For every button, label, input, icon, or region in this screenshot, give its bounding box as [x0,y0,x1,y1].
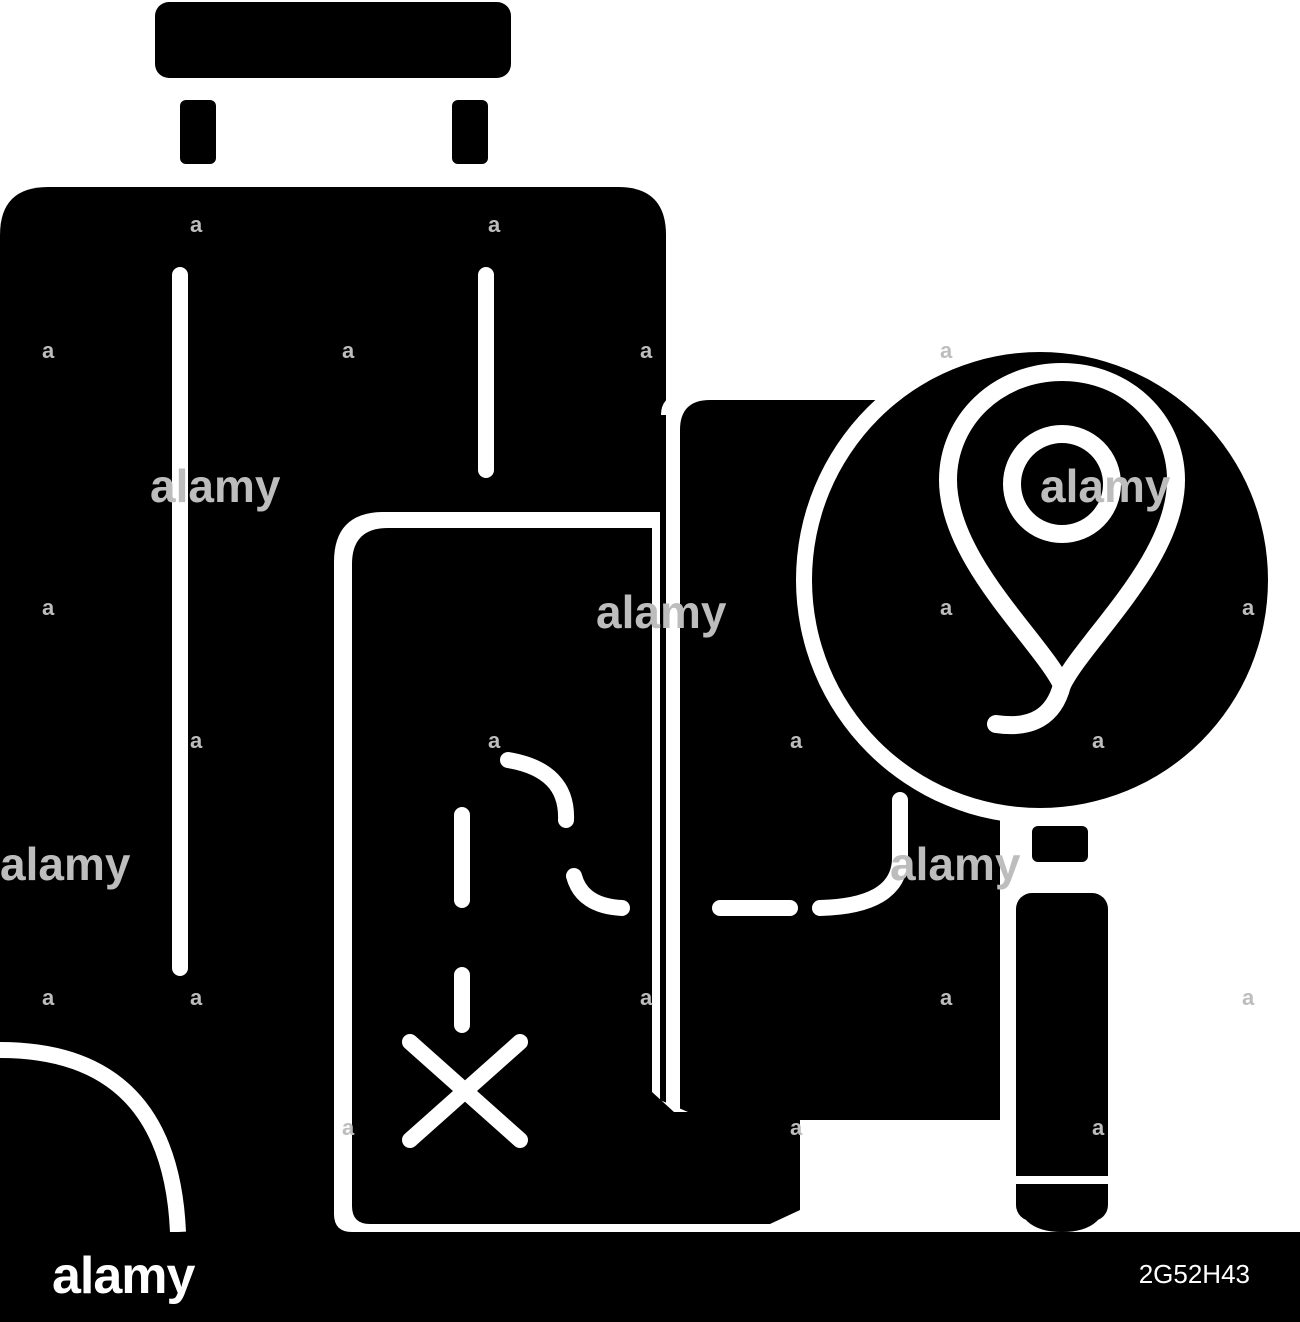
watermark-mark: a [1092,1115,1105,1140]
watermark-text: alamy [890,838,1021,890]
watermark-mark: a [488,212,501,237]
watermark-mark: a [42,985,55,1010]
watermark-mark: a [42,338,55,363]
location-pin-icon [939,363,1185,735]
watermark-mark: a [940,595,953,620]
watermark-mark: a [342,1115,355,1140]
back-map-outline [661,395,681,416]
watermark-layer: alamy alamy alamy alamy alamy a a a a a … [0,212,1255,1140]
watermark-mark: a [640,338,653,363]
watermark-text: alamy [0,838,131,890]
folded-map-icon [334,512,908,1232]
watermark-mark: a [190,985,203,1010]
suitcase-wheel-arc [0,1042,186,1232]
watermark-text: alamy [1040,460,1171,512]
map-route-curve-1 [500,752,575,828]
icon-canvas: alamy alamy alamy alamy alamy a a a a a … [0,2,1284,1232]
watermark-mark: a [940,985,953,1010]
watermark-mark: a [1092,728,1105,753]
watermark-mark: a [488,728,501,753]
watermark-mark: a [1242,985,1255,1010]
map-destination-x-icon [402,1034,528,1148]
watermark-mark: a [1242,595,1255,620]
suitcase-handle-post-right [452,100,488,164]
magnifier-handle-tip [1016,1190,1108,1232]
watermark-mark: a [190,212,203,237]
stock-footer-bar: alamy 2G52H43 [0,1232,1300,1322]
watermark-mark: a [790,1115,803,1140]
watermark-mark: a [940,338,953,363]
alamy-logo: alamy [52,1247,195,1305]
watermark-mark: a [42,595,55,620]
image-id-label: 2G52H43 [1138,1259,1250,1289]
magnifier-lens [812,352,1268,808]
watermark-mark: a [790,728,803,753]
magnifier-neck [1032,826,1088,862]
map-route-curve-3 [812,792,908,916]
magnifier-handle [1016,893,1108,1221]
suitcase-handle [155,2,511,78]
watermark-mark: a [342,338,355,363]
watermark-text: alamy [150,460,281,512]
magnifier-icon [796,336,1284,1232]
suitcase-handle-post-left [180,100,216,164]
map-route-curve-2 [566,868,630,916]
watermark-mark: a [190,728,203,753]
watermark-mark: a [640,985,653,1010]
watermark-text: alamy [596,586,727,638]
